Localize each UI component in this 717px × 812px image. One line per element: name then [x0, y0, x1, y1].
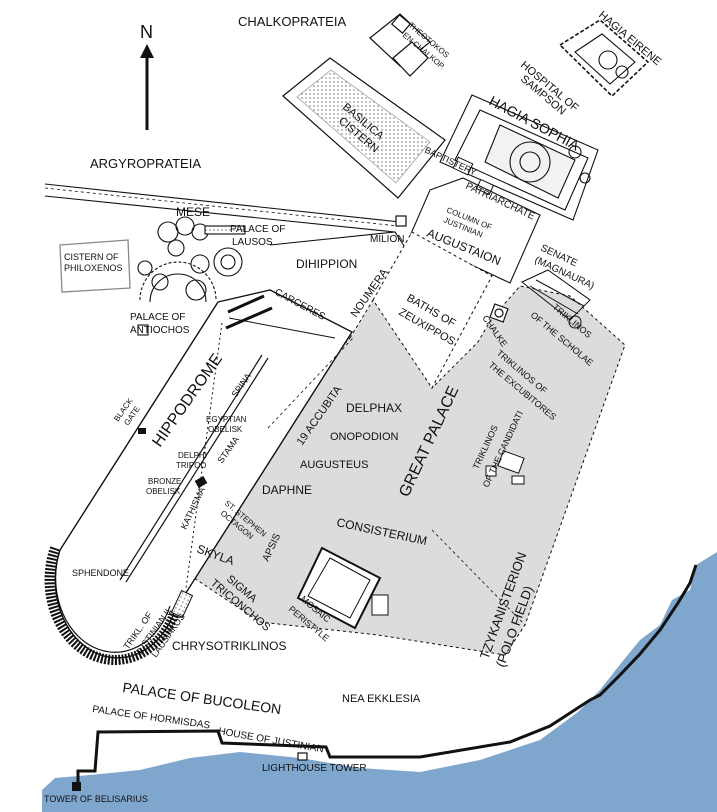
label-baptistery: BAPTISTERY — [423, 145, 478, 178]
mosaic-peristyle — [296, 546, 389, 630]
label-hagia-eirene: HAGIA EIRENE — [596, 9, 663, 68]
label-egyptian-obelisk: EGYPTIAN — [206, 415, 247, 424]
patriarchate-buildings — [452, 156, 495, 196]
hagia-eirene-building — [558, 19, 650, 98]
palace-internal-lines — [267, 337, 526, 626]
milion-marker — [395, 215, 407, 227]
label-delphax: DELPHAX — [346, 401, 402, 415]
label-hormisdas: PALACE OF HORMISDAS — [92, 704, 211, 731]
carceres-stalls — [225, 294, 273, 330]
sea-wall — [76, 564, 698, 786]
hippodrome-spina — [119, 354, 269, 583]
label-bronze-obelisk: BRONZE — [148, 477, 181, 486]
label-palace-antiochos-2: ANTIOCHOS — [130, 325, 190, 336]
sea-area — [42, 552, 717, 812]
label-delphi-tripod-2: TRIPOD — [176, 461, 206, 470]
senate-magnaura-building — [521, 269, 591, 329]
label-egyptian-obelisk-2: OBELISK — [208, 425, 243, 434]
label-palace-lausos: PALACE OF — [230, 224, 285, 235]
palace-of-lausos — [157, 216, 246, 277]
triklinos-candidati-building — [485, 450, 525, 485]
cistern-of-philoxenos — [59, 239, 131, 293]
label-chalkoprateia: CHALKOPRATEIA — [238, 14, 346, 29]
lighthouse-tower-marker — [297, 752, 308, 761]
label-dihippion: DIHIPPION — [296, 257, 357, 271]
label-belisarius: TOWER OF BELISARIUS — [44, 794, 148, 804]
north-label: N — [140, 22, 153, 42]
chalke-gate — [489, 303, 509, 323]
label-chrysotriklinos: CHRYSOTRIKLINOS — [172, 639, 286, 653]
label-delphi-tripod: DELPHI — [178, 451, 207, 460]
tower-of-belisarius-marker — [72, 782, 81, 791]
label-house-justinian: HOUSE OF JUSTINIAN — [217, 726, 324, 755]
label-argyroprateia: ARGYROPRATEIA — [90, 156, 201, 171]
label-nea-ekklesia: NEA EKKLESIA — [342, 693, 421, 705]
kathisma-box — [194, 476, 208, 488]
north-arrow: N — [140, 22, 154, 130]
label-mese: MESE — [176, 205, 210, 219]
baths-of-zeuxippos — [372, 231, 493, 389]
black-gate-marker — [138, 428, 146, 434]
basilica-cistern-hatch — [296, 69, 431, 184]
augustaion-square — [409, 177, 541, 284]
label-cistern-philoxenos: CISTERN OF — [64, 252, 119, 262]
label-bronze-obelisk-2: OBELISK — [146, 487, 181, 496]
label-lighthouse: LIGHTHOUSE TOWER — [262, 763, 367, 774]
label-augusteus: AUGUSTEUS — [300, 459, 368, 471]
theotokos-building — [369, 13, 431, 77]
label-cistern-philoxenos-2: PHILOXENOS — [64, 263, 123, 273]
hagia-sophia-complex — [439, 94, 599, 221]
label-palace-lausos-2: LAUSOS — [232, 237, 273, 248]
mese-road — [44, 183, 401, 233]
label-palace-antiochos: PALACE OF — [130, 312, 185, 323]
label-daphne: DAPHNE — [262, 483, 312, 497]
triklinos-justinian-block — [170, 589, 194, 619]
label-sphendone: SPHENDONE — [72, 568, 129, 578]
label-onopodion: ONOPODION — [330, 431, 399, 443]
label-milion: MILION — [370, 234, 404, 245]
palace-of-antiochos — [137, 260, 217, 336]
